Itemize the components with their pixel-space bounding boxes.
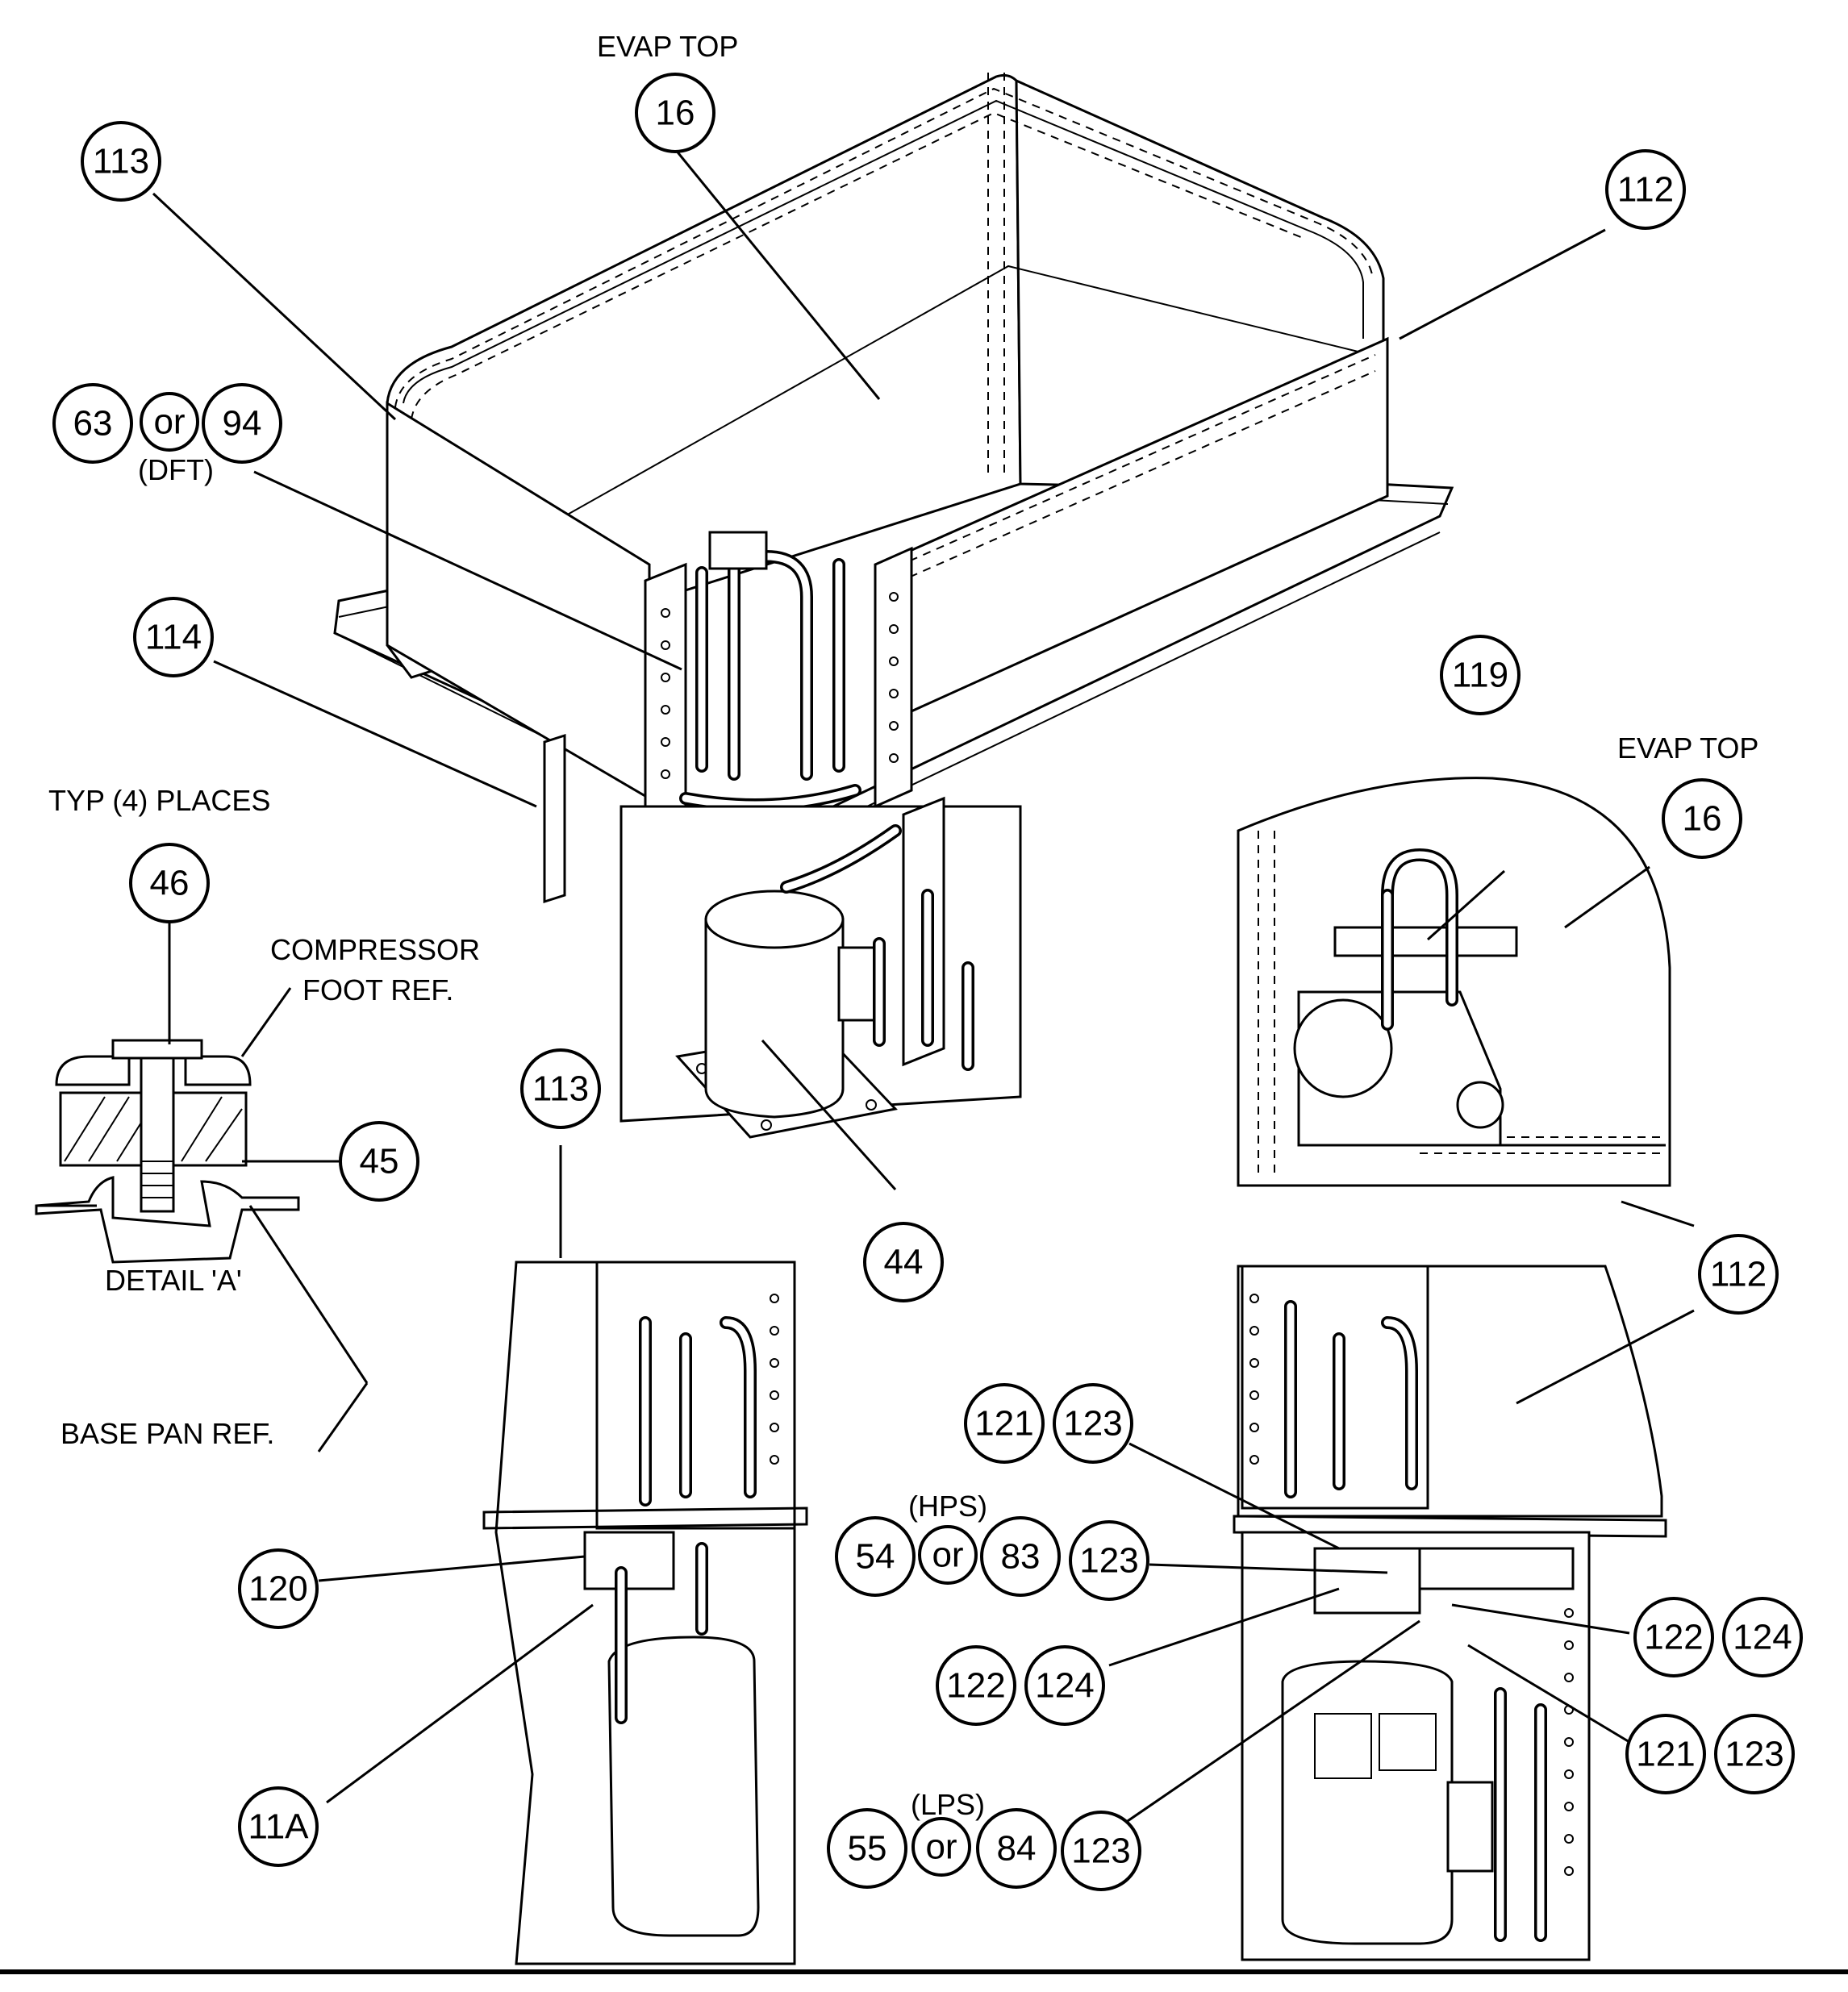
- left-side-view-drawing: [482, 1261, 808, 1965]
- svg-text:45: 45: [360, 1142, 399, 1181]
- balloon-119: 119: [1440, 635, 1521, 715]
- svg-text:16: 16: [656, 94, 695, 133]
- svg-text:or: or: [925, 1827, 957, 1867]
- balloon-123-c: 123: [1714, 1714, 1795, 1794]
- balloon-121-b: 121: [1625, 1714, 1706, 1794]
- svg-text:112: 112: [1710, 1255, 1767, 1294]
- balloon-123-a: 123: [1053, 1383, 1133, 1464]
- balloon-11a: 11A: [238, 1786, 319, 1867]
- svg-text:124: 124: [1733, 1618, 1792, 1657]
- svg-text:114: 114: [145, 618, 202, 657]
- balloon-112-b: 112: [1698, 1234, 1779, 1315]
- svg-text:113: 113: [532, 1069, 589, 1109]
- svg-text:94: 94: [223, 404, 262, 444]
- svg-text:63: 63: [73, 404, 113, 444]
- balloon-121-a: 121: [964, 1383, 1045, 1464]
- balloon-45: 45: [339, 1121, 419, 1202]
- top-right-view-drawing: [1237, 777, 1671, 1187]
- balloon-113-b: 113: [520, 1048, 601, 1129]
- hps-label: (HPS): [908, 1490, 987, 1523]
- svg-text:123: 123: [1079, 1541, 1138, 1581]
- balloon-or-lps: or: [911, 1817, 971, 1877]
- svg-text:119: 119: [1452, 656, 1508, 695]
- svg-text:123: 123: [1725, 1735, 1783, 1774]
- balloon-63: 63: [52, 383, 133, 464]
- svg-text:84: 84: [997, 1829, 1037, 1869]
- balloon-124-a: 124: [1722, 1597, 1803, 1677]
- balloon-84: 84: [976, 1808, 1057, 1889]
- svg-text:16: 16: [1683, 799, 1722, 839]
- svg-text:122: 122: [946, 1666, 1005, 1706]
- balloon-or-dft: or: [140, 392, 199, 452]
- balloon-16-b: 16: [1662, 778, 1742, 859]
- svg-text:120: 120: [248, 1569, 307, 1609]
- balloon-122-b: 122: [936, 1645, 1016, 1726]
- detail-a-label: DETAIL 'A': [105, 1264, 242, 1297]
- balloon-94: 94: [202, 383, 282, 464]
- svg-text:121: 121: [974, 1404, 1033, 1444]
- evaporator-coil-assembly-drawing: [333, 73, 1454, 1139]
- balloon-114: 114: [133, 597, 214, 677]
- base-pan-label: BASE PAN REF.: [60, 1417, 274, 1450]
- svg-text:121: 121: [1636, 1735, 1695, 1774]
- bottom-right-view-drawing: [1233, 1265, 1667, 1961]
- svg-text:123: 123: [1063, 1404, 1122, 1444]
- balloon-83: 83: [980, 1516, 1061, 1597]
- svg-text:55: 55: [848, 1829, 887, 1869]
- balloon-44: 44: [863, 1222, 944, 1302]
- compressor-foot-label-line2: FOOT REF.: [302, 973, 453, 1006]
- balloon-124-b: 124: [1024, 1645, 1105, 1726]
- compressor-foot-label-line1: COMPRESSOR: [270, 933, 480, 966]
- compressor-mount-detail-drawing: [35, 1039, 300, 1264]
- evap-top-label-2: EVAP TOP: [1617, 731, 1758, 765]
- balloon-55: 55: [827, 1808, 907, 1889]
- balloon-123-d: 123: [1061, 1811, 1141, 1891]
- typ-places-label: TYP (4) PLACES: [48, 784, 270, 817]
- svg-text:122: 122: [1644, 1618, 1703, 1657]
- balloon-120: 120: [238, 1548, 319, 1629]
- dft-label: (DFT): [138, 453, 214, 486]
- svg-text:11A: 11A: [248, 1807, 309, 1847]
- balloon-or-hps: or: [918, 1525, 978, 1585]
- balloon-122-a: 122: [1633, 1597, 1714, 1677]
- balloon-112: 112: [1605, 149, 1686, 230]
- svg-text:112: 112: [1617, 170, 1674, 210]
- svg-text:124: 124: [1035, 1666, 1094, 1706]
- svg-text:113: 113: [93, 142, 149, 181]
- svg-text:or: or: [153, 402, 185, 442]
- svg-text:44: 44: [884, 1243, 924, 1282]
- balloon-123-b: 123: [1069, 1520, 1149, 1601]
- balloon-113: 113: [81, 121, 161, 202]
- balloon-54: 54: [835, 1516, 916, 1597]
- svg-text:83: 83: [1001, 1537, 1041, 1577]
- evap-top-label: EVAP TOP: [597, 30, 738, 63]
- balloon-16: 16: [635, 73, 715, 153]
- svg-text:or: or: [932, 1536, 963, 1575]
- svg-text:54: 54: [856, 1537, 895, 1577]
- svg-text:46: 46: [150, 864, 190, 903]
- balloon-46: 46: [129, 843, 210, 923]
- lps-label: (LPS): [911, 1788, 985, 1821]
- svg-text:123: 123: [1071, 1832, 1130, 1871]
- leader-lines: [152, 148, 1695, 1824]
